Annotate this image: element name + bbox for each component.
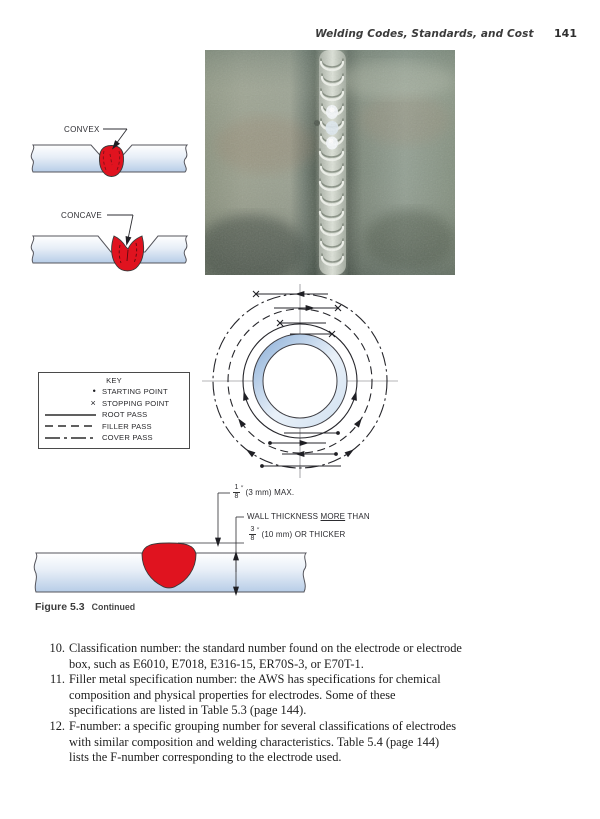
list-text: Filler metal specification number: the A…: [69, 672, 441, 718]
weld-bead-photo: [205, 50, 455, 275]
figure-continued: Continued: [91, 602, 136, 612]
body-text: 10. Classification number: the standard …: [46, 641, 462, 766]
dash-dot-line-sample: [45, 437, 96, 439]
convex-weld-diagram: CONVEX: [30, 125, 189, 177]
list-number: 10.: [49, 641, 66, 655]
convex-label: CONVEX: [64, 125, 100, 134]
solid-line-sample: [45, 414, 96, 416]
figure-number: Figure 5.3: [35, 601, 85, 613]
max-height-arrowhead: [215, 537, 221, 547]
root-pass-path: [242, 323, 358, 439]
convex-leader-line: [103, 128, 128, 145]
page-number: 141: [554, 27, 577, 40]
bead-texture-lines: [118, 242, 138, 264]
key-item-filler-pass: FILLER PASS: [44, 421, 184, 433]
plate: [30, 144, 189, 173]
concave-leader-line: [107, 214, 134, 240]
dimension-lines: [178, 492, 244, 590]
stopping-point-x-symbol: ×: [90, 397, 96, 408]
plate: [30, 235, 189, 264]
dashed-line-sample: [45, 425, 96, 427]
list-item: 11. Filler metal specification number: t…: [46, 672, 462, 719]
running-head: Welding Codes, Standards, and Cost: [315, 28, 534, 40]
max-reinforcement-label: 1 8 ″ (3 mm) MAX.: [233, 484, 295, 500]
list-item: 12. F-number: a specific grouping number…: [46, 719, 462, 766]
concave-label: CONCAVE: [61, 211, 102, 220]
key-item-cover-pass: COVER PASS: [44, 432, 184, 444]
pipe-weld-pass-diagram: [202, 284, 398, 478]
pipe-inner-wall: [262, 343, 338, 419]
wall-thickness-label-line2: 3 8 ″ (10 mm) OR THICKER: [249, 526, 346, 542]
diagram-key-box: KEY • STARTING POINT × STOPPING POINT RO…: [38, 372, 190, 449]
page-header: Welding Codes, Standards, and Cost 141: [0, 24, 577, 42]
list-text: Classification number: the standard numb…: [69, 641, 462, 671]
starting-point-dot-symbol: •: [92, 386, 96, 397]
wall-thickness-label-line1: WALL THICKNESS MORE THAN: [247, 512, 370, 521]
figure-caption: Figure 5.3 Continued: [35, 597, 135, 615]
list-number: 11.: [49, 672, 65, 687]
list-number: 12.: [49, 718, 66, 733]
weld-reinforcement-diagram: 1 8 ″ (3 mm) MAX. WALL THICKNESS MORE TH…: [28, 482, 388, 600]
cross-section-drawing: [33, 492, 308, 596]
list-text: F-number: a specific grouping number for…: [69, 718, 457, 765]
bead-texture-lines: [102, 150, 121, 171]
key-title: KEY: [106, 376, 122, 385]
list-item: 10. Classification number: the standard …: [46, 641, 462, 672]
concave-weld-diagram: CONCAVE: [30, 211, 189, 272]
key-item-root-pass: ROOT PASS: [44, 409, 184, 421]
key-item-stopping-point: × STOPPING POINT: [90, 397, 170, 408]
weld-bead: [141, 542, 197, 589]
key-item-starting-point: • STARTING POINT: [92, 386, 168, 397]
